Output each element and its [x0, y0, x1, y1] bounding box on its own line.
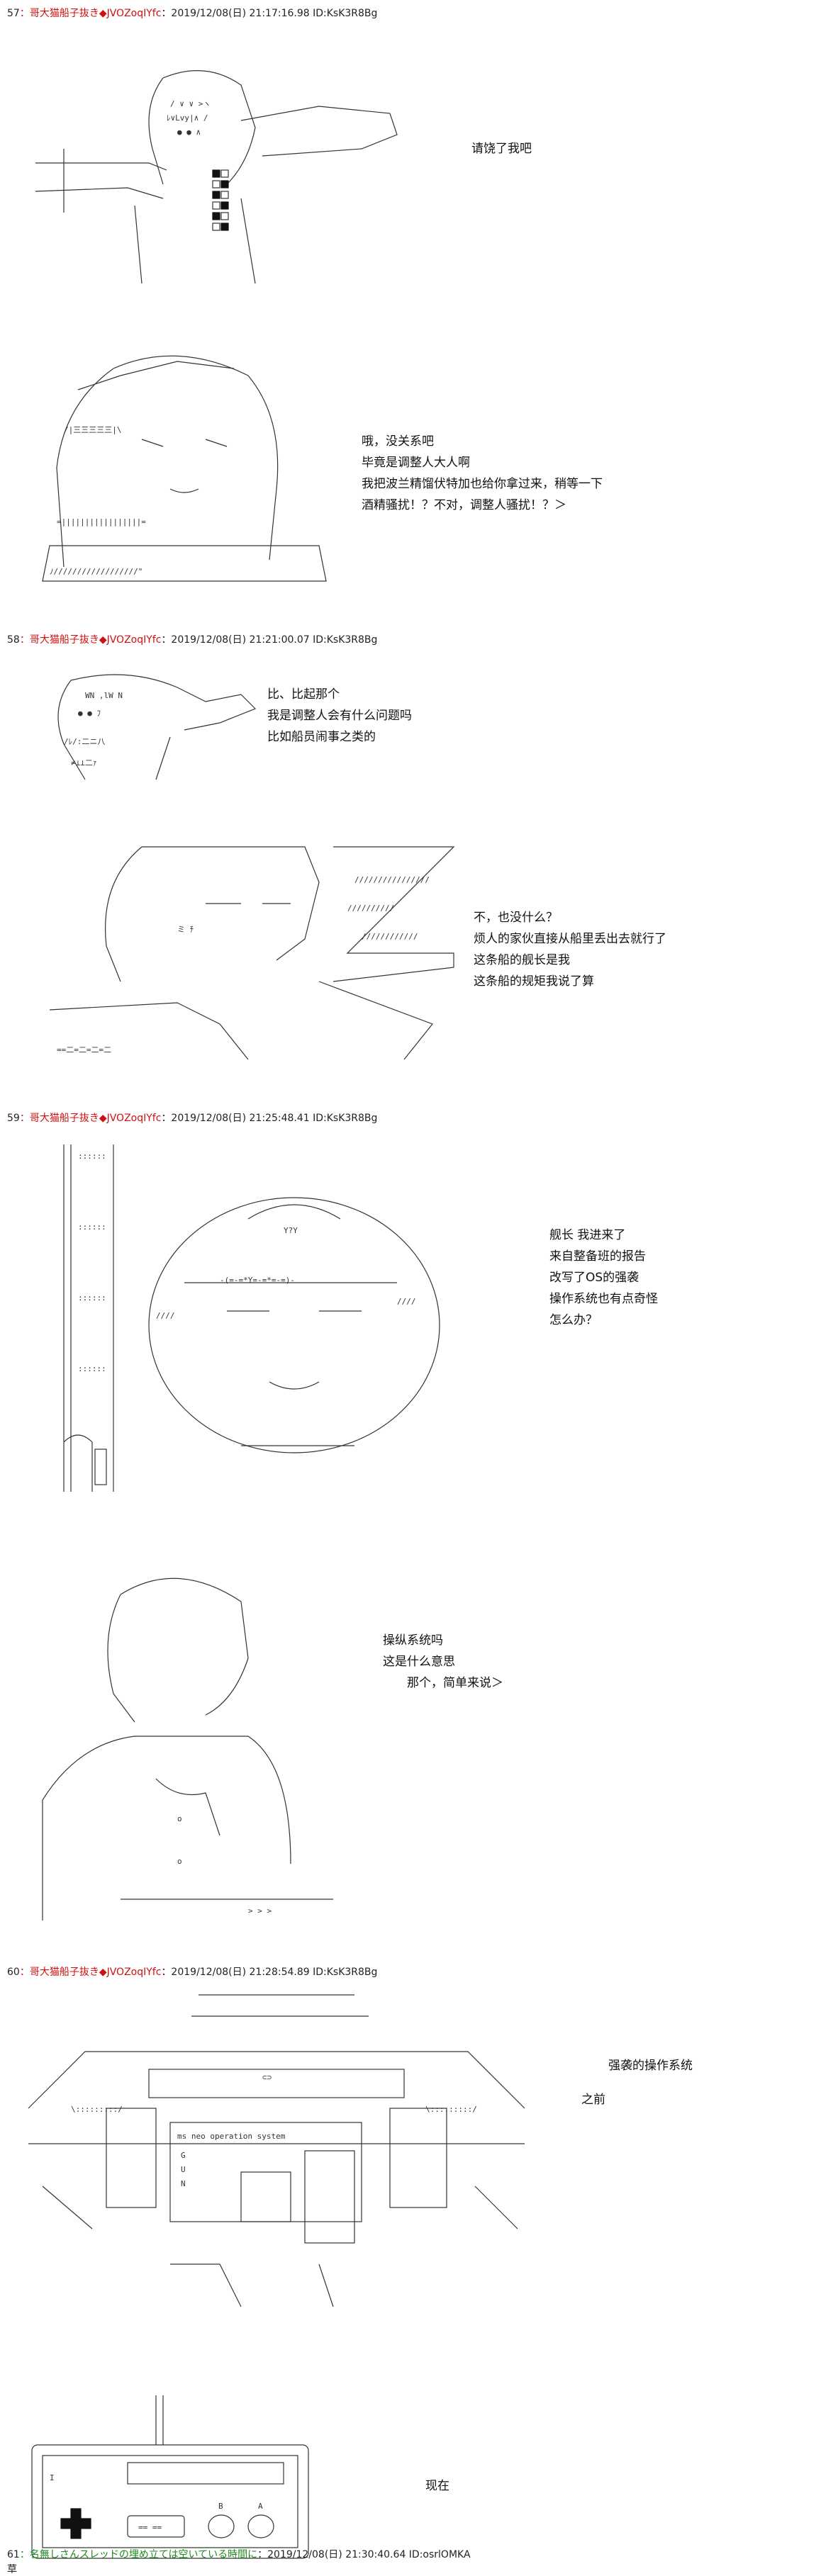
svg-text:== ==: == ==: [138, 2523, 162, 2532]
post-author-name[interactable]: ：哥大猫船子抜き: [19, 8, 99, 19]
os-letter-g: G: [181, 2151, 186, 2160]
post-trip: ◆JVOZoqIYfc: [99, 634, 162, 646]
svg-text:/ ∨ ∨ >ヽ: / ∨ ∨ >ヽ: [170, 99, 211, 108]
ascii-art-character-smiling: /|三三三三三|\ =|||||||||||||||||= ﾉ/////////…: [42, 355, 327, 582]
post-author-name[interactable]: ：名無しさんスレッドの埋め立ては空いている時間に: [19, 2549, 258, 2560]
svg-text:/ﾚ/:二ニ八: /ﾚ/:二ニ八: [64, 737, 105, 746]
dialogue-text: 现在: [425, 2479, 449, 2493]
post-author-name[interactable]: ：哥大猫船子抜き: [19, 1967, 99, 1978]
dialogue-text: 哦，没关系吧 毕竟是调整人大人啊 我把波兰精馏伏特加也给你拿过来，稍等一下 酒精…: [362, 434, 603, 512]
svg-text:////////////////: ////////////////: [354, 875, 430, 884]
ascii-art-cockpit: ms neo operation system G U N ⊂⊃ \::::::…: [28, 1994, 525, 2307]
svg-text:-(=-=*Y=-=*=-=)-: -(=-=*Y=-=*=-=)-: [220, 1276, 295, 1285]
os-screen-text: ms neo operation system: [177, 2132, 286, 2141]
post-author-name[interactable]: ：哥大猫船子抜き: [19, 634, 99, 646]
svg-text:\:::::::::/: \:::::::::/: [71, 2105, 123, 2114]
svg-text:● ● ∧: ● ● ∧: [177, 128, 201, 137]
post-meta: ：2019/12/08(日) 21:28:54.89 ID:KsK3R8Bg: [161, 1967, 378, 1978]
post-meta: ：2019/12/08(日) 21:25:48.41 ID:KsK3R8Bg: [161, 1113, 378, 1124]
post-trip: ◆JVOZoqIYfc: [99, 1113, 162, 1124]
svg-text:> > >: > > >: [248, 1906, 272, 1916]
svg-text:/|三三三三三|\: /|三三三三三|\: [64, 425, 122, 434]
post-number: 58: [7, 634, 20, 646]
svg-text:ミ ﾁ: ミ ﾁ: [177, 925, 194, 934]
dialogue-text: 操纵系统吗 这是什么意思 那个，简单来说＞: [383, 1633, 503, 1690]
ascii-art-character-nervous: WN ,lW N ● ● ﾌ /ﾚ/:二ニ八 ≠⊥⊥二ｧ: [57, 674, 257, 780]
post-header-61: 61：名無しさんスレッドの埋め立ては空いている時間に：2019/12/08(日)…: [7, 2547, 471, 2561]
ascii-art-character-officer: Y?Y -(=-=*Y=-=*=-=)- //// ////: [148, 1197, 440, 1453]
svg-text:WN ,lW N: WN ,lW N: [85, 691, 123, 700]
svg-text:////////////: ////////////: [362, 932, 418, 941]
reply-text: 草: [7, 2564, 17, 2575]
controller-label: I: [50, 2473, 55, 2482]
svg-text:o: o: [177, 1814, 182, 1823]
post-header-57: 57：哥大猫船子抜き◆JVOZoqIYfc：2019/12/08(日) 21:1…: [7, 6, 377, 20]
svg-text:ﾉ//////////////////": ﾉ//////////////////": [50, 567, 142, 576]
ascii-art-character-thinking: o o > > >: [42, 1577, 333, 1920]
os-letter-u: U: [181, 2165, 186, 2174]
dialogue-text: 之前: [581, 2093, 605, 2107]
svg-text:::::::: ::::::: [78, 1364, 106, 1373]
svg-text:////: ////: [397, 1297, 416, 1306]
svg-text:⊂⊃: ⊂⊃: [262, 2073, 272, 2082]
post-header-59: 59：哥大猫船子抜き◆JVOZoqIYfc：2019/12/08(日) 21:2…: [7, 1110, 377, 1125]
post-meta: ：2019/12/08(日) 21:17:16.98 ID:KsK3R8Bg: [161, 8, 378, 19]
svg-text:::::::: ::::::: [78, 1222, 106, 1232]
svg-text:==二=二=二=二: ==二=二=二=二: [57, 1045, 111, 1054]
svg-text:::::::: ::::::: [78, 1152, 106, 1161]
post-meta: ：2019/12/08(日) 21:30:40.64 ID:osrlOMKA: [257, 2549, 471, 2560]
post-number: 57: [7, 8, 20, 19]
dialogue-text: 强袭的操作系统: [608, 2059, 693, 2073]
svg-text:\:::::::::/: \:::::::::/: [425, 2105, 477, 2114]
dialogue-text: 请饶了我吧: [471, 142, 532, 156]
svg-text:● ● ﾌ: ● ● ﾌ: [78, 709, 101, 718]
controller-button-a: A: [258, 2502, 263, 2511]
ascii-art-doorway: :::::: :::::: :::::: ::::::: [63, 1144, 114, 1492]
controller-button-b: B: [218, 2502, 223, 2511]
post-header-60: 60：哥大猫船子抜き◆JVOZoqIYfc：2019/12/08(日) 21:2…: [7, 1964, 377, 1979]
ascii-art-character-pleading: / ∨ ∨ >ヽ ﾚ∨Lvy|∧ / ● ● ∧: [35, 70, 398, 284]
ascii-art-character-captain: ミ ﾁ //////////////// ////////// ////////…: [49, 846, 455, 1060]
post-author-name[interactable]: ：哥大猫船子抜き: [19, 1113, 99, 1124]
dialogue-text: 舰长 我进来了 来自整备班的报告 改写了OS的强袭 操作系统也有点奇怪 怎么办？: [549, 1228, 658, 1327]
svg-text://////////: //////////: [347, 904, 394, 913]
dialogue-text: 不，也没什么？ 烦人的家伙直接从船里丢出去就行了 这条船的舰长是我 这条船的规矩…: [474, 911, 666, 989]
post-number: 61: [7, 2549, 20, 2560]
post-number: 60: [7, 1967, 20, 1978]
svg-text:o: o: [177, 1857, 182, 1866]
svg-text:ﾚ∨Lvy|∧ /: ﾚ∨Lvy|∧ /: [167, 113, 208, 123]
post-trip: ◆JVOZoqIYfc: [99, 8, 162, 19]
post-trip: ◆JVOZoqIYfc: [99, 1967, 162, 1978]
svg-text:////: ////: [156, 1311, 175, 1320]
svg-text:=|||||||||||||||||=: =|||||||||||||||||=: [57, 517, 146, 527]
svg-text:≠⊥⊥二ｧ: ≠⊥⊥二ｧ: [71, 758, 96, 767]
svg-text:Y?Y: Y?Y: [284, 1226, 298, 1235]
ascii-art-game-controller: I B A == ==: [31, 2395, 309, 2559]
post-number: 59: [7, 1113, 20, 1124]
dialogue-text: 比、比起那个 我是调整人会有什么问题吗 比如船员闹事之类的: [267, 687, 412, 744]
post-meta: ：2019/12/08(日) 21:21:00.07 ID:KsK3R8Bg: [161, 634, 378, 646]
os-letter-n: N: [181, 2179, 186, 2188]
svg-text:::::::: ::::::: [78, 1293, 106, 1303]
post-header-58: 58：哥大猫船子抜き◆JVOZoqIYfc：2019/12/08(日) 21:2…: [7, 632, 377, 646]
